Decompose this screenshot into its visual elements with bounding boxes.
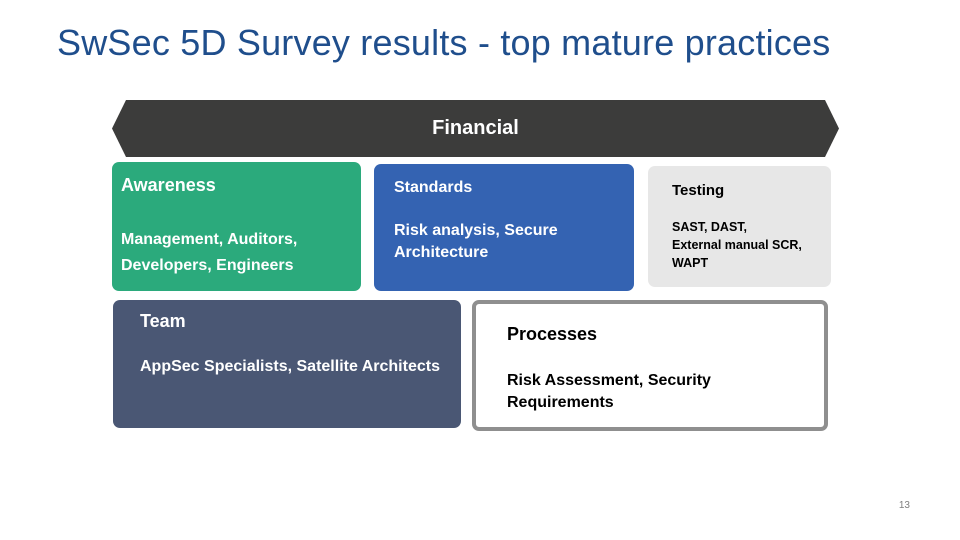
- banner-label: Financial: [432, 117, 519, 139]
- processes-body: Risk Assessment, Security Requirements: [507, 372, 711, 411]
- page-number: 13: [898, 500, 910, 511]
- team-box: Team AppSec Specialists, Satellite Archi…: [113, 300, 461, 428]
- standards-heading: Standards: [394, 179, 473, 196]
- processes-heading: Processes: [507, 324, 598, 344]
- testing-heading: Testing: [672, 182, 725, 199]
- awareness-body: Management, Auditors, Developers, Engine…: [121, 231, 298, 274]
- testing-body: SAST, DAST, External manual SCR, WAPT: [672, 218, 827, 272]
- awareness-box: Awareness Management, Auditors, Develope…: [112, 162, 361, 291]
- slide-title: SwSec 5D Survey results - top mature pra…: [57, 22, 831, 63]
- team-body: AppSec Specialists, Satellite Architects: [140, 358, 440, 375]
- awareness-heading: Awareness: [121, 175, 216, 195]
- testing-line: SAST, DAST,: [672, 220, 748, 234]
- testing-box: Testing SAST, DAST, External manual SCR,…: [648, 166, 831, 287]
- testing-line: External manual SCR,: [672, 238, 802, 252]
- team-heading: Team: [140, 311, 186, 331]
- processes-box: Processes Risk Assessment, Security Requ…: [472, 300, 828, 431]
- standards-body: Risk analysis, Secure Architecture: [394, 222, 558, 261]
- testing-line: WAPT: [672, 256, 709, 270]
- standards-box: Standards Risk analysis, Secure Architec…: [374, 164, 634, 291]
- financial-banner: Financial: [112, 100, 839, 157]
- banner-shape: [112, 100, 839, 157]
